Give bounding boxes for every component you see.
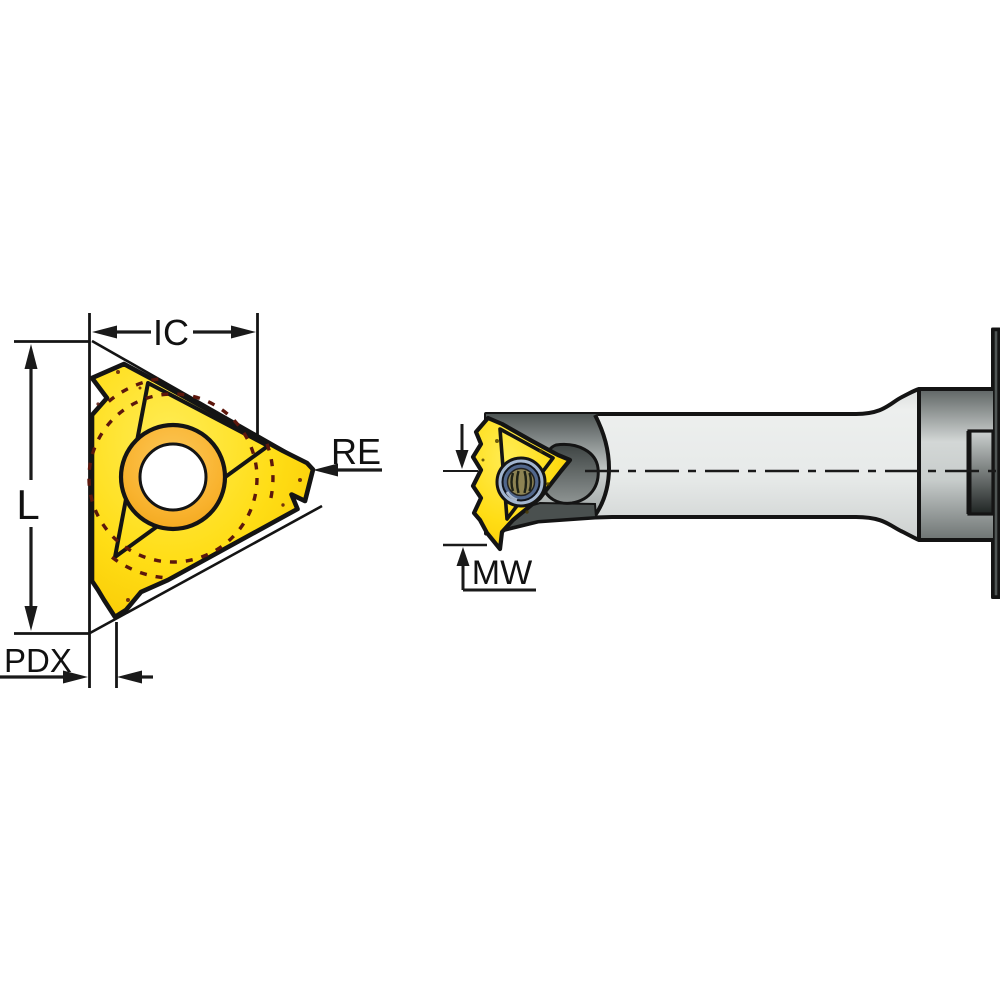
re-arrow bbox=[313, 463, 338, 477]
center-hole bbox=[138, 442, 208, 512]
l-arrow-down bbox=[24, 606, 38, 631]
pdx-arrow-left bbox=[117, 670, 142, 684]
ic-arrow-left bbox=[92, 325, 117, 339]
re-callout bbox=[313, 463, 382, 477]
insert-screw bbox=[495, 456, 547, 508]
pdx-label: PDX bbox=[4, 642, 72, 679]
ic-dimension bbox=[92, 325, 256, 339]
tool-side-view: MW bbox=[443, 327, 1000, 599]
screw-highlight bbox=[505, 491, 518, 502]
l-arrow-up bbox=[24, 344, 38, 369]
insert-front-view: IC L RE PDX bbox=[0, 312, 382, 688]
ic-arrow-right bbox=[231, 325, 256, 339]
mw-arrow-up bbox=[456, 547, 470, 566]
collar-bore bbox=[967, 429, 995, 516]
mw-label: MW bbox=[472, 554, 532, 592]
l-dimension bbox=[24, 344, 38, 631]
inscribed-circle-dashed bbox=[87, 376, 275, 580]
mw-arrow-down bbox=[455, 450, 469, 469]
re-label: RE bbox=[331, 431, 381, 472]
mw-dimension bbox=[443, 424, 536, 592]
pdx-dimension bbox=[0, 670, 153, 684]
bar-nose-arc bbox=[592, 414, 612, 519]
l-label: L bbox=[16, 481, 39, 528]
ic-label: IC bbox=[153, 312, 189, 353]
screw-torx-pattern bbox=[510, 470, 533, 494]
pdx-arrow-right bbox=[63, 670, 88, 684]
insert-texture-specks bbox=[96, 370, 302, 602]
